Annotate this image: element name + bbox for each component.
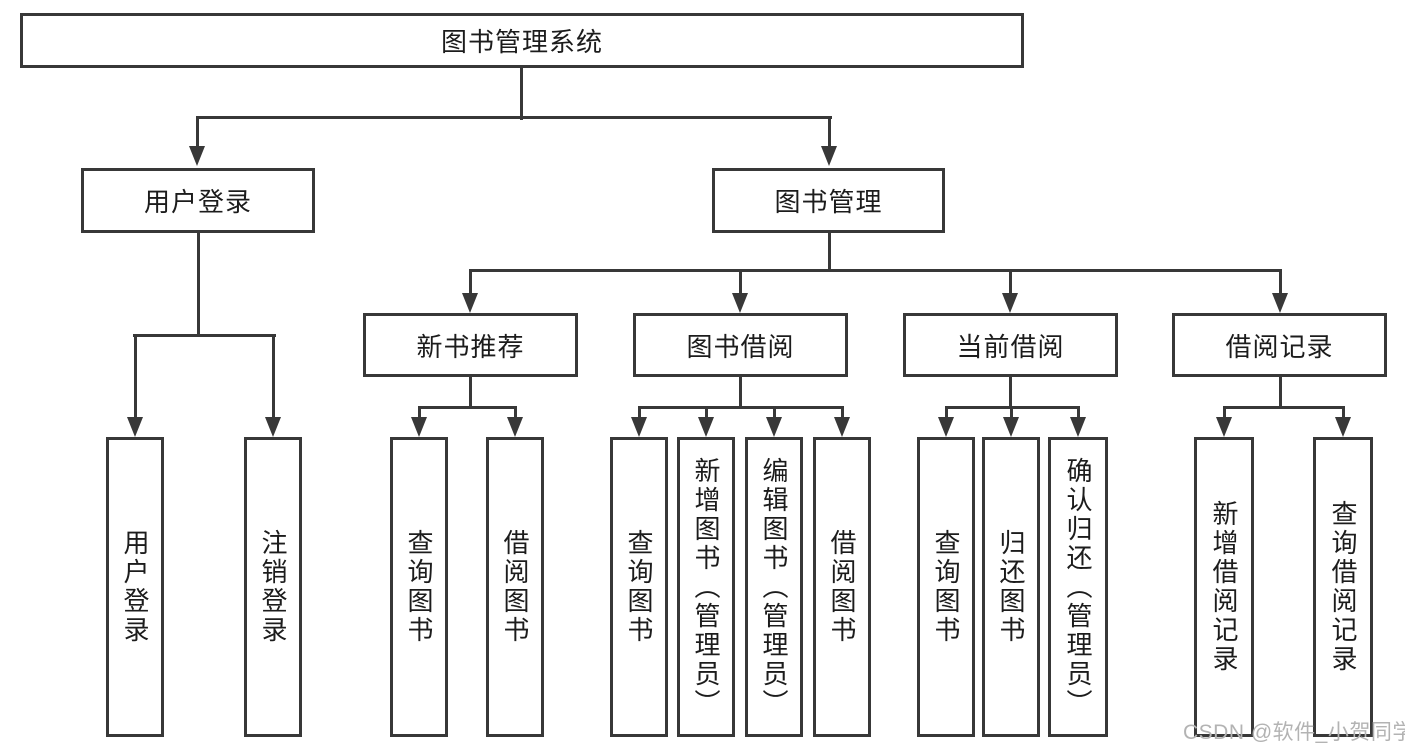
node-new-book-rec: 新书推荐 [363, 313, 578, 377]
connector-userlogin-stem [197, 233, 200, 337]
node-currentborrow-confirm: 确认归还（管理员） [1048, 437, 1108, 737]
connector-level2-branch [196, 116, 832, 119]
arrowhead-currentborrow [1002, 293, 1018, 313]
connector-root-stem [520, 68, 523, 120]
connector-borrowrecords-drop [1279, 269, 1282, 297]
connector-newrec-branch [418, 406, 517, 409]
node-book-borrow: 图书借阅 [633, 313, 848, 377]
connector-newrec-stem [469, 377, 472, 409]
connector-bbadd-drop [705, 406, 708, 421]
connector-logout-drop [272, 334, 275, 420]
arrowhead-bbedit [766, 417, 782, 437]
connector-nrquery-drop [418, 406, 421, 421]
connector-bookmgmt-stem [828, 233, 831, 272]
arrowhead-brquery [1335, 417, 1351, 437]
node-bookborrow-borrow: 借阅图书 [813, 437, 871, 737]
arrowhead-newrec [462, 293, 478, 313]
connector-cbquery-drop [945, 406, 948, 421]
node-borrow-records: 借阅记录 [1172, 313, 1387, 377]
node-currentborrow-query: 查询图书 [917, 437, 975, 737]
node-bookborrow-edit: 编辑图书（管理员） [745, 437, 803, 737]
connector-currentborrow-drop [1009, 269, 1012, 297]
connector-bookmgmt-drop [828, 116, 831, 150]
node-newbookrec-borrow: 借阅图书 [486, 437, 544, 737]
node-bookborrow-add: 新增图书（管理员） [677, 437, 735, 737]
connector-bookborrow-stem [739, 377, 742, 409]
arrowhead-bbquery [631, 417, 647, 437]
node-logout: 注销登录 [244, 437, 302, 737]
connector-bbquery-drop [638, 406, 641, 421]
connector-bookborrow-branch [638, 406, 844, 409]
arrowhead-nrborrow [507, 417, 523, 437]
connector-userlogin-drop [196, 116, 199, 150]
connector-login-drop [134, 334, 137, 420]
watermark-text: CSDN @软件_小贺同学 [1183, 721, 1405, 744]
arrowhead-bradd [1216, 417, 1232, 437]
node-user-login: 用户登录 [81, 168, 315, 233]
node-book-mgmt: 图书管理 [712, 168, 945, 233]
arrowhead-login [127, 417, 143, 437]
node-currentborrow-return: 归还图书 [982, 437, 1040, 737]
connector-brquery-drop [1342, 406, 1345, 421]
connector-currentborrow-stem [1009, 377, 1012, 409]
connector-borrowrecords-stem [1279, 377, 1282, 409]
node-newbookrec-query: 查询图书 [390, 437, 448, 737]
arrowhead-cbquery [938, 417, 954, 437]
node-bookborrow-query: 查询图书 [610, 437, 668, 737]
connector-level3-branch [469, 269, 1282, 272]
connector-cbconfirm-drop [1077, 406, 1080, 421]
node-current-borrow: 当前借阅 [903, 313, 1118, 377]
arrowhead-bookmgmt [821, 146, 837, 166]
arrowhead-logout [265, 417, 281, 437]
connector-bbborrow-drop [841, 406, 844, 421]
arrowhead-cbreturn [1003, 417, 1019, 437]
connector-bbedit-drop [773, 406, 776, 421]
connector-bradd-drop [1223, 406, 1226, 421]
connector-nrborrow-drop [514, 406, 517, 421]
arrowhead-nrquery [411, 417, 427, 437]
node-borrowrecords-query: 查询借阅记录 [1313, 437, 1373, 737]
arrowhead-borrowrecords [1272, 293, 1288, 313]
node-borrowrecords-add: 新增借阅记录 [1194, 437, 1254, 737]
connector-newrec-drop [469, 269, 472, 297]
node-root: 图书管理系统 [20, 13, 1024, 68]
arrowhead-bookborrow [732, 293, 748, 313]
arrowhead-cbconfirm [1070, 417, 1086, 437]
connector-cbreturn-drop [1010, 406, 1013, 421]
connector-bookborrow-drop [739, 269, 742, 297]
arrowhead-userlogin [189, 146, 205, 166]
connector-borrowrecords-branch [1223, 406, 1345, 409]
arrowhead-bbborrow [834, 417, 850, 437]
connector-userlogin-branch [133, 334, 276, 337]
node-login: 用户登录 [106, 437, 164, 737]
arrowhead-bbadd [698, 417, 714, 437]
